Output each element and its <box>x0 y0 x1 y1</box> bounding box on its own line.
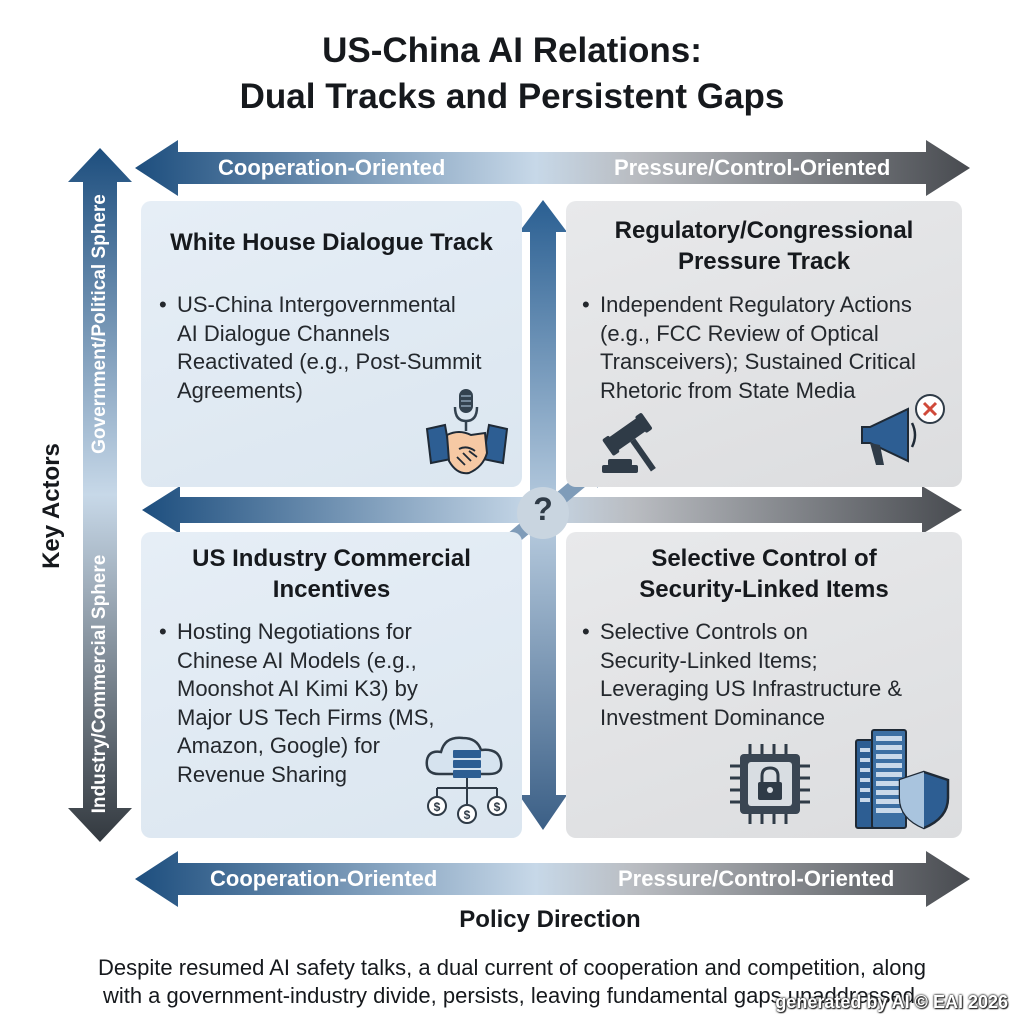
left-upper-axis-label: Government/Political Sphere <box>89 194 110 454</box>
title-line: Selective Control of <box>651 545 877 572</box>
quadrant-title: US Industry Commercial Incentives <box>141 543 522 605</box>
chip-lock-icon <box>730 744 810 824</box>
top-left-axis-label: Cooperation-Oriented <box>218 155 446 180</box>
top-horizontal-arrow <box>135 140 970 196</box>
handshake-icon <box>425 423 509 475</box>
bullet-line: Leveraging US Infrastructure & <box>600 676 903 701</box>
title-line: Regulatory/Congressional <box>614 217 914 244</box>
bullet-line: Major US Tech Firms (MS, <box>177 704 435 730</box>
server-shield-icon <box>855 729 950 830</box>
title-line-1: US-China AI Relations: <box>322 31 702 70</box>
top-right-axis-label: Pressure/Control-Oriented <box>614 155 891 180</box>
left-lower-axis-label: Industry/Commercial Sphere <box>89 554 110 814</box>
quadrant-bullet: • US-China Intergovernmental AI Dialogue… <box>159 291 517 405</box>
bullet-marker: • <box>159 292 167 317</box>
bullet-line: Revenue Sharing <box>177 761 348 787</box>
bullet-line: Amazon, Google) for <box>177 733 380 758</box>
bullet-line: Moonshot AI Kimi K3) by <box>177 676 418 701</box>
cloud-server-revenue-icon: $ $ $ <box>425 736 507 824</box>
quadrant-selective-control: Selective Control of Security-Linked Ite… <box>566 532 962 838</box>
quadrant-bullet: • Independent Regulatory Actions (e.g., … <box>582 291 960 405</box>
bullet-line: (e.g., FCC Review of Optical <box>600 320 879 346</box>
bullet-line: US-China Intergovernmental <box>177 292 456 317</box>
vertical-axis-title: Key Actors <box>38 443 65 569</box>
bullet-line: Chinese AI Models (e.g., <box>177 647 417 673</box>
bullet-line: Security-Linked Items; <box>600 647 818 673</box>
horizontal-axis-title: Policy Direction <box>459 906 641 933</box>
quadrant-bullet: • Selective Controls on Security-Linked … <box>582 618 960 732</box>
bullet-marker: • <box>159 619 167 644</box>
svg-text:$: $ <box>434 800 441 814</box>
title-line: Incentives <box>272 576 391 603</box>
title-line: Security-Linked Items <box>639 576 889 603</box>
title-line-2: Dual Tracks and Persistent Gaps <box>239 77 785 116</box>
center-question-circle <box>517 487 569 539</box>
bullet-line: Transceivers); Sustained Critical <box>600 349 916 374</box>
microphone-icon <box>453 389 479 431</box>
watermark: generated by AI © EAI 2026 <box>775 992 1008 1012</box>
quadrant-title: White House Dialogue Track <box>170 229 493 256</box>
bottom-left-axis-label: Cooperation-Oriented <box>210 866 438 891</box>
center-question-mark: ? <box>533 491 553 527</box>
bullet-line: Rhetoric from State Media <box>600 377 856 403</box>
bullet-line: Reactivated (e.g., Post-Summit <box>177 349 482 374</box>
bullet-line: Selective Controls on <box>600 619 808 644</box>
bullet-marker: • <box>582 292 590 317</box>
bullet-line: Investment Dominance <box>600 704 825 730</box>
megaphone-icon <box>861 394 945 465</box>
quadrant-white-house-dialogue: White House Dialogue Track • US-China In… <box>141 201 522 487</box>
bullet-line: Agreements) <box>177 377 303 403</box>
bottom-horizontal-arrow <box>135 851 970 907</box>
gavel-icon <box>602 413 656 473</box>
caption-line: with a government-industry divide, persi… <box>102 983 922 1008</box>
svg-text:$: $ <box>494 800 501 814</box>
caption-line: Despite resumed AI safety talks, a dual … <box>98 955 926 980</box>
diagram-title: US-China AI Relations: Dual Tracks and P… <box>0 28 1024 120</box>
title-line: Pressure Track <box>677 248 851 275</box>
bullet-marker: • <box>582 619 590 644</box>
quadrant-title: Selective Control of Security-Linked Ite… <box>566 543 962 605</box>
quadrant-industry-commercial: US Industry Commercial Incentives • Host… <box>141 532 522 838</box>
bullet-line: AI Dialogue Channels <box>177 320 390 346</box>
title-line: US Industry Commercial <box>192 545 471 572</box>
bottom-right-axis-label: Pressure/Control-Oriented <box>618 866 895 891</box>
quadrant-regulatory-pressure: Regulatory/Congressional Pressure Track … <box>566 201 962 487</box>
caption: Despite resumed AI safety talks, a dual … <box>30 954 994 1010</box>
svg-text:$: $ <box>464 808 471 822</box>
left-vertical-arrow <box>68 148 132 842</box>
quadrant-title: Regulatory/Congressional Pressure Track <box>566 215 962 277</box>
quadrant-bullet: • Hosting Negotiations for Chinese AI Mo… <box>159 618 517 789</box>
bullet-line: Hosting Negotiations for <box>177 619 412 644</box>
bullet-line: Independent Regulatory Actions <box>600 292 912 317</box>
